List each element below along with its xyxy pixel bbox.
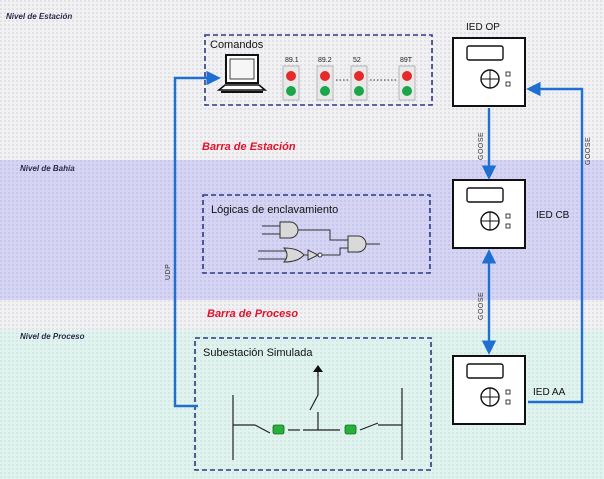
commands-panel: Comandos 89.1 89.2 52 (204, 34, 433, 106)
switch-label-89t: 89T (400, 57, 413, 64)
ied-cb-screen (466, 187, 504, 203)
ground-icon (313, 365, 323, 376)
not-gate-icon (304, 249, 338, 261)
station-process-gap-band (0, 300, 604, 330)
or-gate-icon (258, 247, 305, 263)
ied-cb-label: IED CB (536, 210, 570, 221)
switch-label-52: 52 (353, 57, 361, 64)
process-bus-label: Barra de Proceso (207, 308, 298, 320)
switch-label-89-1: 89.1 (285, 57, 299, 64)
ied-aa-keypad-icon (480, 387, 511, 407)
interlocking-logic-panel: Lógicas de enclavamiento (202, 194, 431, 274)
switch-indicator-89t[interactable]: 89T (398, 57, 416, 101)
station-bus-label: Barra de Estación (202, 141, 296, 153)
computer-icon (216, 54, 268, 93)
ied-op-screen (466, 45, 504, 61)
ied-aa-device[interactable] (452, 355, 526, 425)
goose-right-label: GOOSE (585, 137, 592, 165)
and-gate-output-icon (310, 229, 380, 256)
link-udp-computer-substation (173, 70, 221, 408)
switch-label-89-2: 89.2 (318, 57, 332, 64)
ied-op-keypad-icon (480, 69, 511, 89)
commands-title: Comandos (210, 39, 264, 51)
interlocking-title: Lógicas de enclavamiento (211, 204, 338, 216)
switch-indicator-89-1[interactable]: 89.1 (282, 57, 300, 101)
goose-cb-aa-label: GOOSE (478, 292, 485, 320)
ied-op-label: IED OP (466, 22, 500, 33)
bay-level-label: Nivel de Bahía (20, 164, 75, 173)
ied-aa-label: IED AA (533, 387, 566, 398)
switch-indicator-52[interactable]: 52 (350, 57, 368, 101)
ied-aa-screen (466, 363, 504, 379)
ied-cb-device[interactable] (452, 179, 526, 249)
link-goose-right-aa-op (526, 81, 584, 404)
simulated-substation-panel: Subestación Simulada (194, 337, 432, 471)
ied-cb-keypad-icon (480, 211, 511, 231)
station-level-label: Nivel de Estación (6, 12, 72, 21)
process-level-label: Nivel de Proceso (20, 332, 85, 341)
breaker-icon-right (344, 424, 357, 435)
goose-op-cb-label: GOOSE (478, 132, 485, 160)
substation-title: Subestación Simulada (203, 347, 313, 359)
ied-op-device[interactable] (452, 37, 526, 107)
breaker-icon-left (272, 424, 285, 435)
and-gate-icon (262, 221, 310, 239)
single-line-diagram (232, 375, 403, 460)
udp-link-label: UDP (165, 264, 172, 280)
switch-indicator-89-2[interactable]: 89.2 (316, 57, 334, 101)
